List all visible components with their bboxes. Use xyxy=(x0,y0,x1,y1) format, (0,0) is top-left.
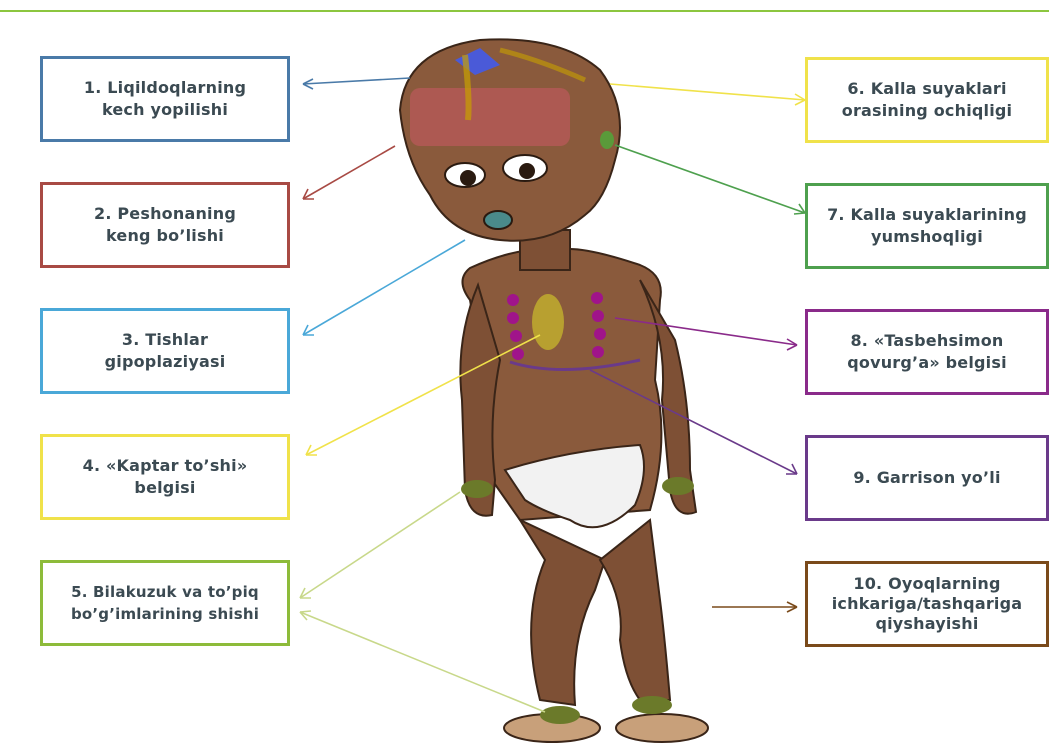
label-text-5: 5. Bilakuzuk va to’piq bo’g’imlarining s… xyxy=(71,581,259,625)
left-ankle-swelling xyxy=(540,706,580,724)
label-text-1: 1. Liqildoqlarning kech yopilishi xyxy=(84,77,246,121)
label-text-2: 2. Peshonaning keng bo’lishi xyxy=(94,203,236,247)
label-text-3: 3. Tishlar gipoplaziyasi xyxy=(105,329,226,373)
label-box-9: 9. Garrison yo’li xyxy=(805,435,1049,521)
label-text-9: 9. Garrison yo’li xyxy=(853,467,1000,489)
mouth xyxy=(484,211,512,229)
label-box-1: 1. Liqildoqlarning kech yopilishi xyxy=(40,56,290,142)
left-wrist-swelling xyxy=(461,480,493,498)
label-box-2: 2. Peshonaning keng bo’lishi xyxy=(40,182,290,268)
label-box-10: 10. Oyoqlarning ichkariga/tashqariga qiy… xyxy=(805,561,1049,647)
wide-forehead-mark xyxy=(410,88,570,146)
label-box-6: 6. Kalla suyaklari orasining ochiqligi xyxy=(805,57,1049,143)
label-text-10: 10. Oyoqlarning ichkariga/tashqariga qiy… xyxy=(832,574,1023,634)
pigeon-chest-mark xyxy=(532,294,564,350)
soft-skull-mark xyxy=(600,131,614,149)
label-text-4: 4. «Kaptar to’shi» belgisi xyxy=(83,455,248,499)
label-box-4: 4. «Kaptar to’shi» belgisi xyxy=(40,434,290,520)
label-box-7: 7. Kalla suyaklarining yumshoqligi xyxy=(805,183,1049,269)
right-ankle-swelling xyxy=(632,696,672,714)
right-foot xyxy=(616,714,708,742)
left-leg xyxy=(520,520,605,705)
label-text-8: 8. «Tasbehsimon qovurg’a» belgisi xyxy=(847,330,1007,374)
label-box-8: 8. «Tasbehsimon qovurg’a» belgisi xyxy=(805,309,1049,395)
label-text-7: 7. Kalla suyaklarining yumshoqligi xyxy=(827,204,1027,248)
right-wrist-swelling xyxy=(662,477,694,495)
right-leg xyxy=(600,520,670,700)
label-box-5: 5. Bilakuzuk va to’piq bo’g’imlarining s… xyxy=(40,560,290,646)
label-box-3: 3. Tishlar gipoplaziyasi xyxy=(40,308,290,394)
label-text-6: 6. Kalla suyaklari orasining ochiqligi xyxy=(842,78,1013,122)
